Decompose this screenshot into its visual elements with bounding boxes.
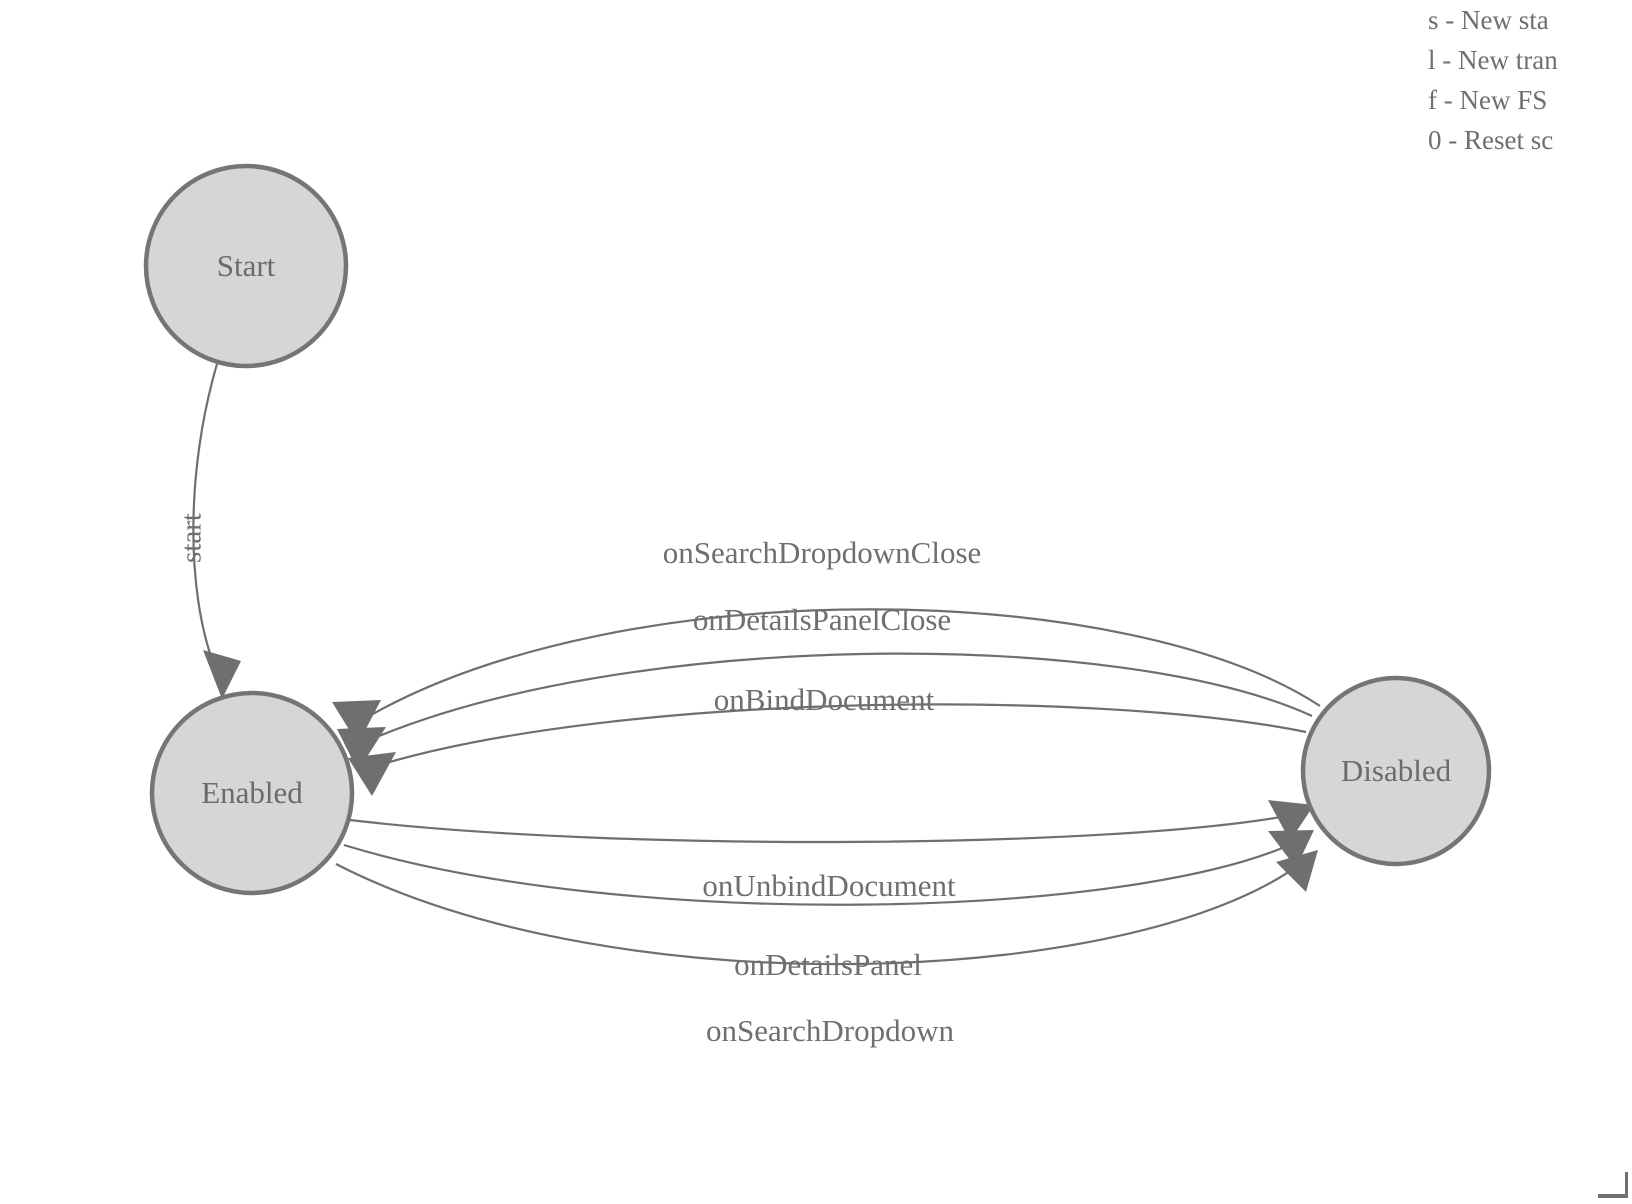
edge-label-on-search-dropdown: onSearchDropdown	[706, 1013, 954, 1048]
edge-label-on-details-panel-close: onDetailsPanelClose	[692, 602, 952, 637]
arrowhead-enabled-to-disabled-search	[1276, 850, 1318, 892]
arrowhead-enabled-to-disabled-unbind	[1268, 800, 1314, 841]
arrowhead-enabled-to-disabled-details	[1268, 830, 1314, 868]
scrollbar-vertical[interactable]	[1625, 1172, 1628, 1198]
node-label-disabled: Disabled	[1340, 753, 1452, 788]
node-disabled[interactable]	[1300, 675, 1492, 867]
edge-label-on-unbind-document: onUnbindDocument	[702, 868, 956, 903]
node-label-enabled: Enabled	[201, 775, 303, 810]
node-label-start: Start	[216, 248, 276, 283]
node-enabled[interactable]	[149, 690, 355, 896]
arrowhead-disabled-to-enabled-bind	[348, 752, 396, 796]
edge-disabled-to-enabled-details[interactable]	[364, 652, 1313, 744]
arrowhead-start-to-enabled	[203, 650, 241, 699]
scrollbar-horizontal[interactable]	[1598, 1194, 1628, 1198]
edge-label-on-bind-document: onBindDocument	[713, 682, 935, 717]
edge-enabled-to-disabled-details[interactable]	[343, 841, 1297, 906]
edge-enabled-to-disabled-search[interactable]	[335, 857, 1309, 966]
arrowhead-disabled-to-enabled-details	[337, 727, 386, 771]
edge-enabled-to-disabled-unbind[interactable]	[349, 813, 1293, 844]
edge-label-on-search-dropdown-close: onSearchDropdownClose	[662, 535, 982, 570]
edge-start-to-enabled[interactable]	[192, 363, 219, 666]
edge-label-start: start	[175, 513, 208, 563]
node-start[interactable]	[143, 163, 349, 369]
edge-disabled-to-enabled-search[interactable]	[363, 608, 1321, 720]
edge-disabled-to-enabled-bind[interactable]	[375, 703, 1307, 768]
arrowhead-disabled-to-enabled-search	[332, 700, 381, 744]
edge-label-on-details-panel: onDetailsPanel	[734, 947, 922, 982]
